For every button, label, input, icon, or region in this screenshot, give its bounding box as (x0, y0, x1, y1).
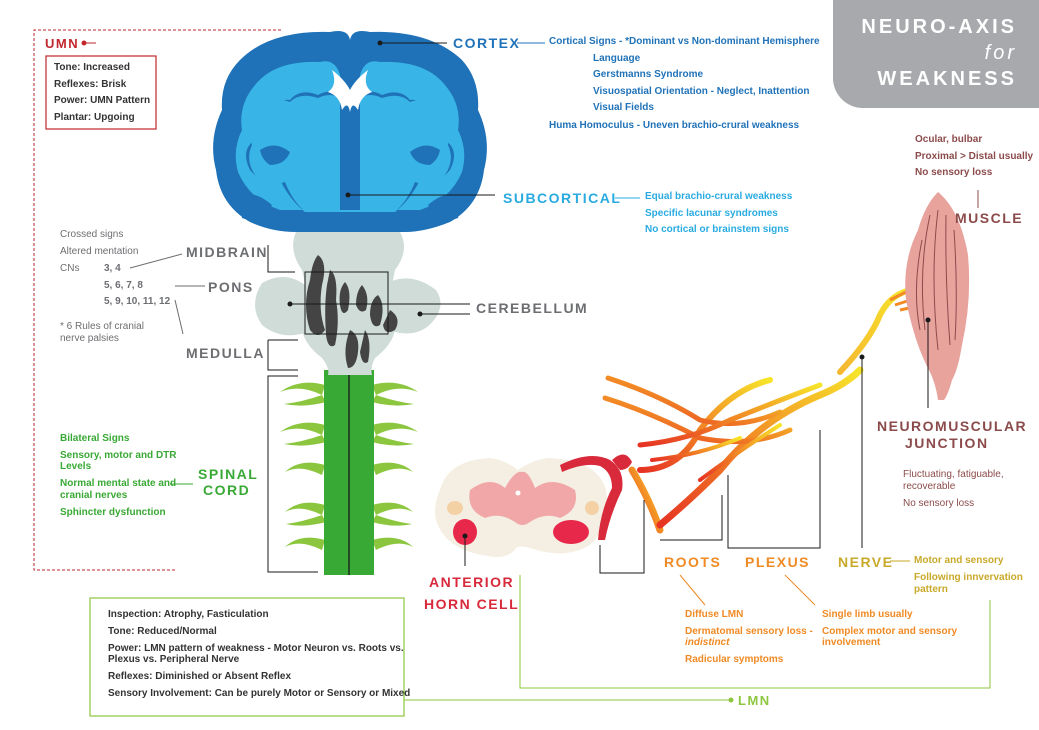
umn-item: Reflexes: Brisk (54, 79, 127, 90)
brainstem-nuclei (306, 255, 398, 368)
cortex-label: CORTEX (453, 35, 521, 51)
spinal-item: Sphincter dysfunction (60, 507, 166, 518)
nerve-item: Following innvervation (914, 572, 1023, 583)
lmn-item: Plexus vs. Peripheral Nerve (108, 654, 240, 665)
umn-item: Power: UMN Pattern (54, 95, 151, 106)
roots-label: ROOTS (664, 554, 722, 570)
umn-item: Tone: Increased (54, 62, 130, 73)
ventricle-shape (328, 70, 372, 112)
spinal-item: Normal mental state and (60, 478, 177, 489)
nmj-label: JUNCTION (905, 435, 989, 451)
cranial-rules: nerve palsies (60, 333, 119, 344)
spinal-label: CORD (203, 482, 251, 498)
nerve-item: Motor and sensory (914, 555, 1004, 566)
subcortical-item: Equal brachio-crural weakness (645, 191, 793, 202)
lmn-item: Sensory Involvement: Can be purely Motor… (108, 688, 411, 699)
subcortical-label: SUBCORTICAL (503, 190, 622, 206)
cortex-sign: Language (593, 53, 641, 64)
muscle-label: MUSCLE (955, 210, 1024, 226)
anterior-horn-label: HORN CELL (424, 596, 520, 612)
cn-pons: 5, 6, 7, 8 (104, 280, 143, 291)
cranial-rules: * 6 Rules of cranial (60, 321, 144, 332)
lmn-item: Power: LMN pattern of weakness - Motor N… (108, 643, 404, 654)
midbrain-label: MIDBRAIN (186, 244, 268, 260)
roots-item: Radicular symptoms (685, 654, 784, 665)
anterior-horn-label: ANTERIOR (429, 574, 515, 590)
title-line-3: WEAKNESS (877, 68, 1017, 90)
cortex-homunculus: Huma Homoculus - Uneven brachio-crural w… (549, 120, 800, 131)
lmn-item: Reflexes: Diminished or Absent Reflex (108, 671, 292, 682)
plexus-item: involvement (822, 637, 881, 648)
umn-bracket (33, 29, 281, 571)
subcortical-item: No cortical or brainstem signs (645, 224, 789, 235)
plexus-item: Complex motor and sensory (822, 626, 958, 637)
roots-item: indistinct (685, 637, 730, 648)
pons-label: PONS (208, 279, 254, 295)
roots-item: Diffuse LMN (685, 609, 744, 620)
nerve-item: pattern (914, 584, 948, 595)
spinal-item: Levels (60, 461, 92, 472)
nmj-item: Fluctuating, fatiguable, (903, 469, 1004, 480)
umn-item: Plantar: Upgoing (54, 112, 135, 123)
grey-matter-shape (469, 471, 576, 525)
lmn-box (89, 597, 405, 717)
muscle-item: Proximal > Distal usually (915, 151, 1034, 162)
cerebellum-label: CEREBELLUM (476, 300, 589, 316)
subcortical-item: Specific lacunar syndromes (645, 208, 778, 219)
plexus-label: PLEXUS (745, 554, 811, 570)
umn-box (45, 55, 157, 130)
plexus-shape (602, 366, 864, 534)
title-line-2: for (984, 42, 1017, 64)
spinal-nerve-roots (280, 382, 418, 550)
lmn-bracket (519, 575, 991, 689)
nerve-label: NERVE (838, 554, 894, 570)
lmn-item: Inspection: Atrophy, Fasticulation (108, 609, 269, 620)
altered-mentation: Altered mentation (60, 246, 139, 257)
nmj-item: No sensory loss (903, 498, 975, 509)
roots-item: Dermatomal sensory loss - (685, 626, 813, 637)
spinal-label: SPINAL (198, 466, 259, 482)
muscle-item: No sensory loss (915, 167, 993, 178)
spinal-item: cranial nerves (60, 490, 128, 501)
muscle-item: Ocular, bulbar (915, 134, 983, 145)
title-banner: NEURO-AXIS for WEAKNESS (833, 0, 1039, 108)
cortex-sign: Visuospatial Orientation - Neglect, Inat… (593, 86, 810, 97)
lmn-item: Tone: Reduced/Normal (108, 626, 217, 637)
spinal-item: Sensory, motor and DTR (60, 450, 177, 461)
spinal-item: Bilateral Signs (60, 433, 130, 444)
crossed-signs: Crossed signs (60, 229, 124, 240)
cortex-sign: Visual Fields (593, 102, 654, 113)
cn-midbrain: 3, 4 (104, 263, 121, 274)
lmn-label: LMN (738, 693, 771, 708)
nmj-item: recoverable (903, 481, 956, 492)
plexus-item: Single limb usually (822, 609, 913, 620)
cortex-signs-title: Cortical Signs - *Dominant vs Non-domina… (549, 36, 820, 47)
umn-label: UMN (45, 36, 80, 51)
nmj-label: NEUROMUSCULAR (877, 418, 1028, 434)
medulla-label: MEDULLA (186, 345, 265, 361)
cns-label: CNs (60, 263, 80, 274)
title-line-1: NEURO-AXIS (861, 16, 1017, 38)
cn-medulla: 5, 9, 10, 11, 12 (104, 296, 171, 307)
cortex-sign: Gerstmanns Syndrome (593, 69, 704, 80)
